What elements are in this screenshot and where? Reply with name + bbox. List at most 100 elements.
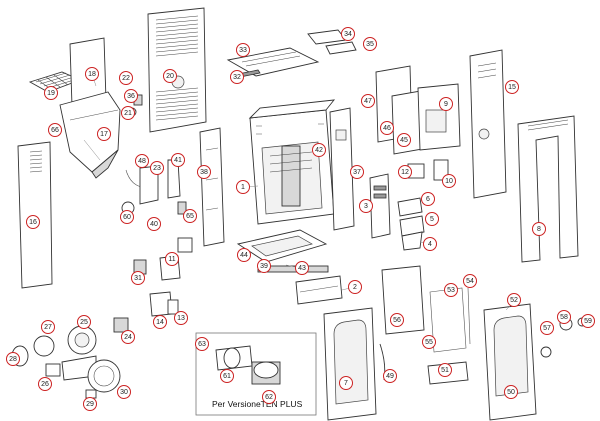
- callout-13: 13: [174, 311, 188, 325]
- callout-number: 65: [186, 213, 194, 220]
- ten-plus-caption: Per VersioneTEN PLUS: [212, 399, 303, 409]
- callout-number: 60: [123, 214, 131, 221]
- callout-55: 55: [422, 335, 436, 349]
- callout-54: 54: [463, 274, 477, 288]
- callout-27: 27: [41, 320, 55, 334]
- callout-number: 4: [428, 241, 432, 248]
- part-17-hopper: [59, 91, 121, 179]
- callout-ring: [504, 385, 518, 399]
- callout-62: 62: [262, 390, 276, 404]
- callout-ring: [262, 390, 276, 404]
- callout-number: 39: [260, 263, 268, 270]
- callout-number: 47: [364, 98, 372, 105]
- callout-number: 42: [315, 147, 323, 154]
- callout-23: 23: [150, 161, 164, 175]
- callout-20: 20: [163, 69, 177, 83]
- callout-number: 2: [353, 284, 357, 291]
- callout-number: 48: [138, 158, 146, 165]
- callout-ring: [312, 143, 326, 157]
- callout-34: 34: [341, 27, 355, 41]
- callout-number: 26: [41, 381, 49, 388]
- callout-37: 37: [350, 165, 364, 179]
- callout-ring: [120, 210, 134, 224]
- callout-ring: [124, 89, 138, 103]
- callout-ring: [507, 293, 521, 307]
- part-16-side-panel: [17, 141, 53, 289]
- callout-number: 51: [441, 367, 449, 374]
- callout-30: 30: [117, 385, 131, 399]
- callout-ring: [153, 315, 167, 329]
- callout-number: 13: [177, 315, 185, 322]
- callout-ring: [183, 209, 197, 223]
- callout-number: 63: [198, 341, 206, 348]
- callout-14: 14: [153, 315, 167, 329]
- ten-plus-inset: Per VersioneTEN PLUS: [195, 332, 317, 416]
- callout-ring: [171, 153, 185, 167]
- callout-ring: [257, 259, 271, 273]
- callout-number: 35: [366, 41, 374, 48]
- callout-number: 32: [233, 74, 241, 81]
- callout-number: 38: [200, 169, 208, 176]
- callout-11: 11: [165, 252, 179, 266]
- part-19-grille-tray: [28, 71, 82, 93]
- callout-ring: [165, 252, 179, 266]
- callout-ring: [444, 283, 458, 297]
- callout-ring: [295, 261, 309, 275]
- part-15-right-panel: [469, 49, 507, 199]
- callout-ring: [350, 165, 364, 179]
- callout-ring: [442, 174, 456, 188]
- part-37-side-post: [329, 107, 355, 231]
- callout-number: 58: [560, 314, 568, 321]
- callout-ring: [6, 352, 20, 366]
- callout-17: 17: [97, 127, 111, 141]
- callout-40: 40: [147, 217, 161, 231]
- callout-number: 61: [223, 373, 231, 380]
- callout-10: 10: [442, 174, 456, 188]
- callout-26: 26: [38, 377, 52, 391]
- callout-number: 37: [353, 169, 361, 176]
- callout-ring: [423, 237, 437, 251]
- callout-ring: [121, 330, 135, 344]
- callout-3: 3: [359, 199, 373, 213]
- callout-number: 22: [122, 75, 130, 82]
- callout-ring: [195, 337, 209, 351]
- part-50-outer-door: [483, 303, 537, 421]
- callout-ring: [230, 70, 244, 84]
- callout-59: 59: [581, 314, 595, 328]
- callout-ring: [121, 106, 135, 120]
- callout-number: 12: [401, 169, 409, 176]
- part-56-glass: [381, 265, 425, 335]
- callout-36: 36: [124, 89, 138, 103]
- part-38-front-post: [199, 127, 225, 247]
- callout-19: 19: [44, 86, 58, 100]
- callout-35: 35: [363, 37, 377, 51]
- callout-ring: [363, 37, 377, 51]
- callout-45: 45: [397, 133, 411, 147]
- callout-number: 40: [150, 221, 158, 228]
- callout-47: 47: [361, 94, 375, 108]
- callout-number: 25: [80, 319, 88, 326]
- callout-ring: [390, 313, 404, 327]
- callout-41: 41: [171, 153, 185, 167]
- callout-ring: [463, 274, 477, 288]
- callout-46: 46: [380, 121, 394, 135]
- callout-number: 33: [239, 47, 247, 54]
- callout-57: 57: [540, 321, 554, 335]
- callout-ring: [237, 248, 251, 262]
- callout-1: 1: [236, 180, 250, 194]
- callout-24: 24: [121, 330, 135, 344]
- callout-65: 65: [183, 209, 197, 223]
- callout-number: 56: [393, 317, 401, 324]
- callout-ring: [339, 376, 353, 390]
- callout-31: 31: [131, 271, 145, 285]
- callout-60: 60: [120, 210, 134, 224]
- callout-ring: [97, 127, 111, 141]
- callout-51: 51: [438, 363, 452, 377]
- callout-ring: [425, 212, 439, 226]
- callout-number: 23: [153, 165, 161, 172]
- callout-number: 52: [510, 297, 518, 304]
- callout-ring: [135, 154, 149, 168]
- callout-number: 34: [344, 31, 352, 38]
- callout-number: 53: [447, 287, 455, 294]
- callout-15: 15: [505, 80, 519, 94]
